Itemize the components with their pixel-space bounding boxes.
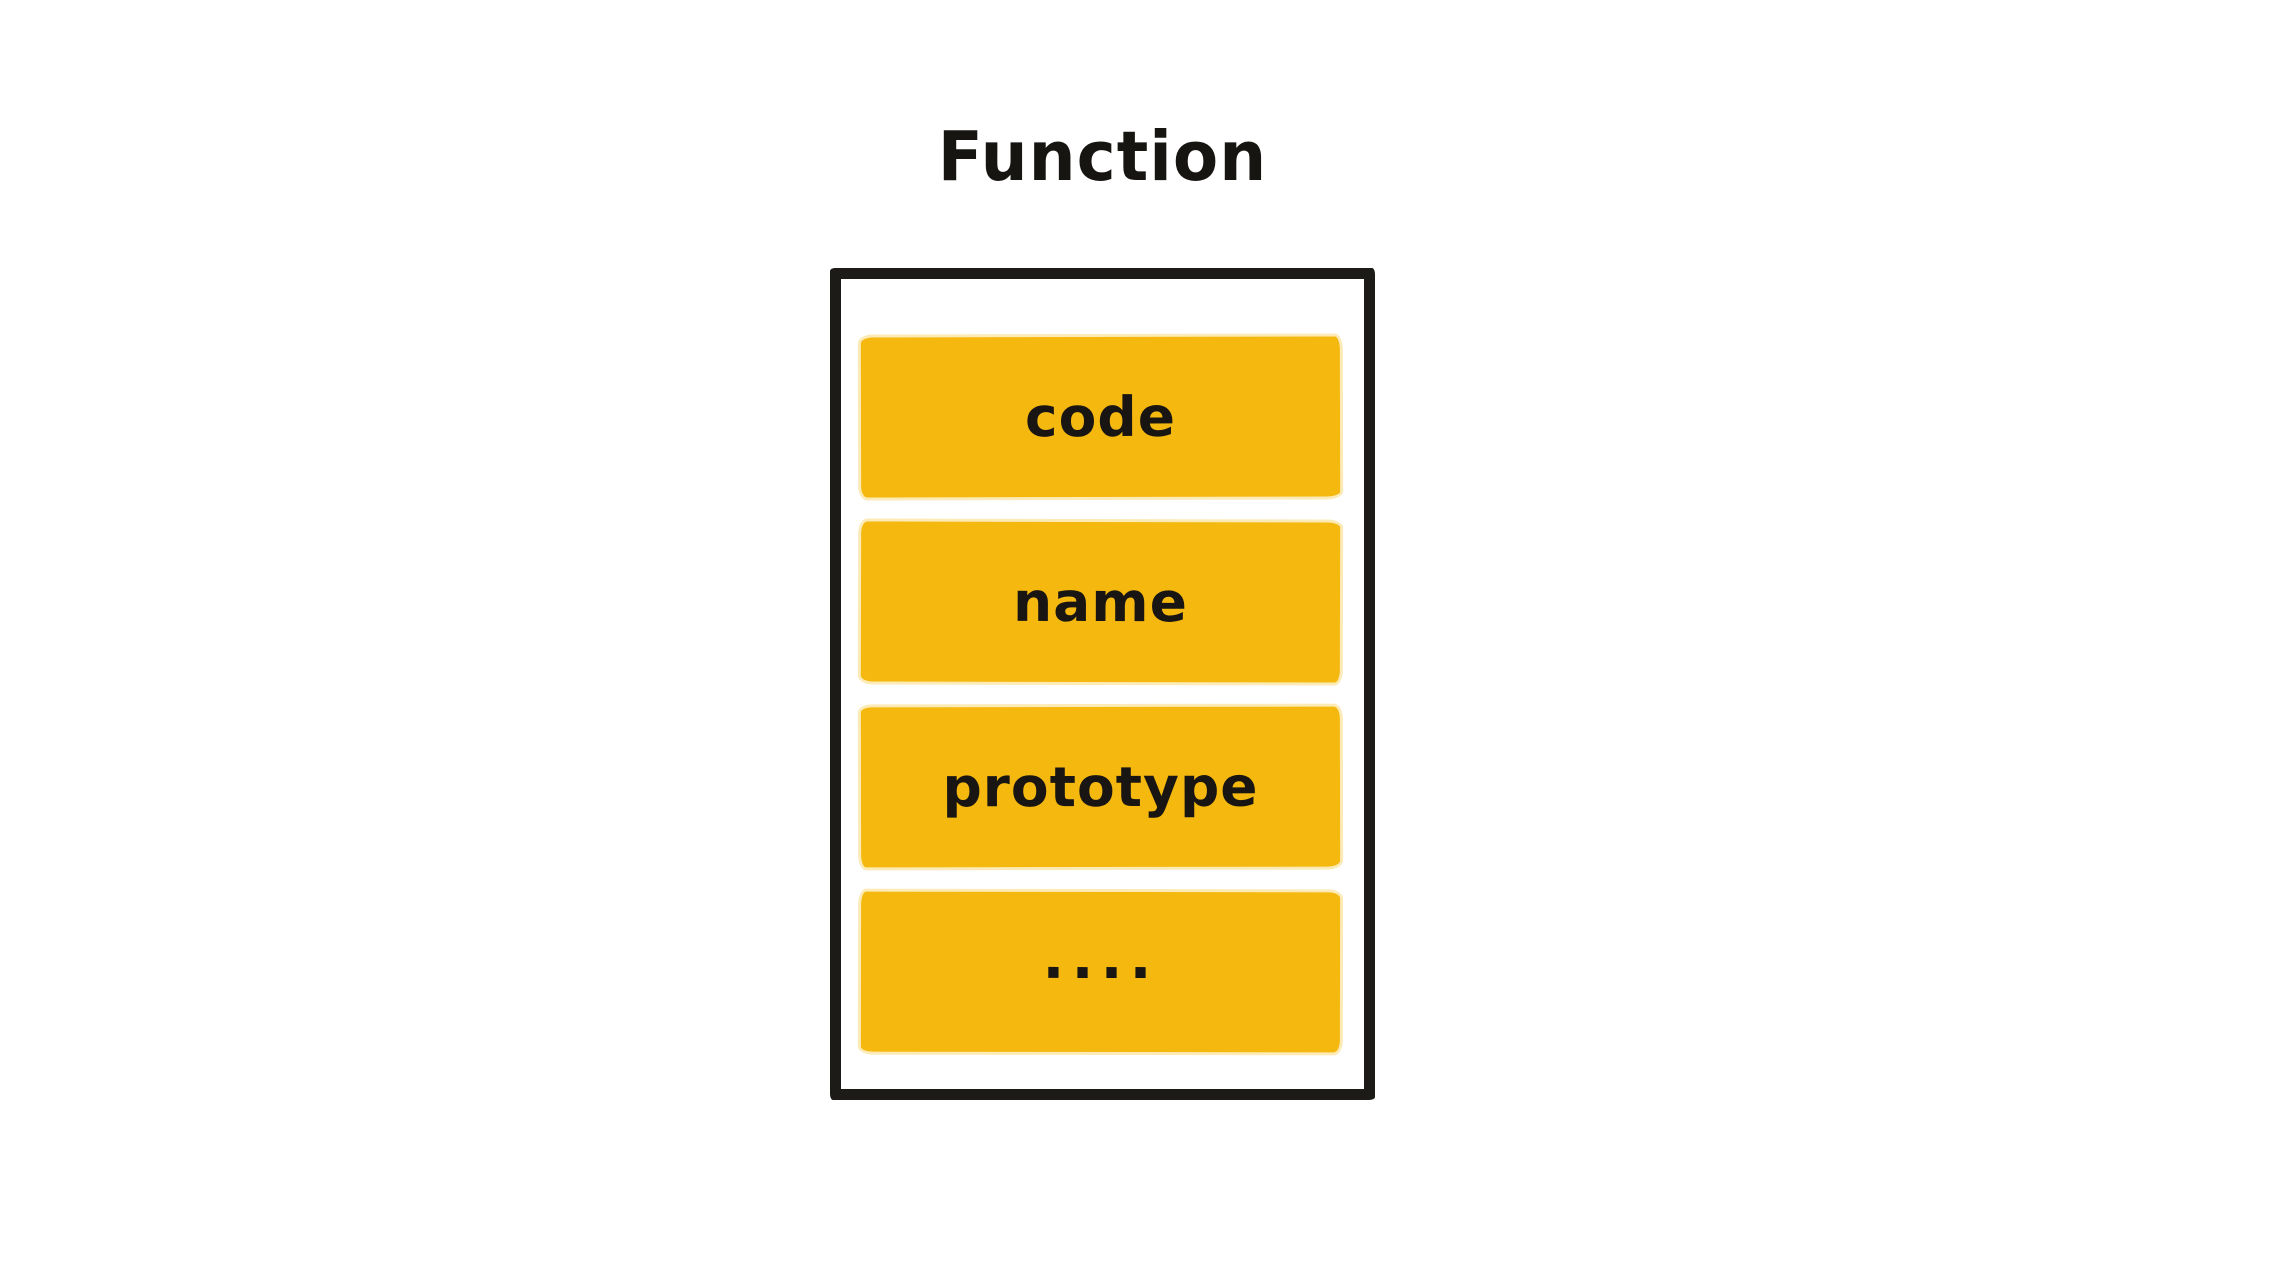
slot-prototype: prototype — [860, 706, 1341, 868]
slot-prototype-label: prototype — [942, 754, 1259, 820]
slot-ellipsis-label: .... — [1042, 923, 1159, 993]
slot-ellipsis: .... — [860, 891, 1341, 1053]
function-object-box: code name prototype .... — [830, 268, 1375, 1100]
slot-code: code — [860, 336, 1341, 498]
slot-name-label: name — [1012, 569, 1189, 635]
slot-code-label: code — [1024, 384, 1177, 450]
diagram-title: Function — [937, 116, 1268, 197]
slot-name: name — [860, 521, 1341, 683]
